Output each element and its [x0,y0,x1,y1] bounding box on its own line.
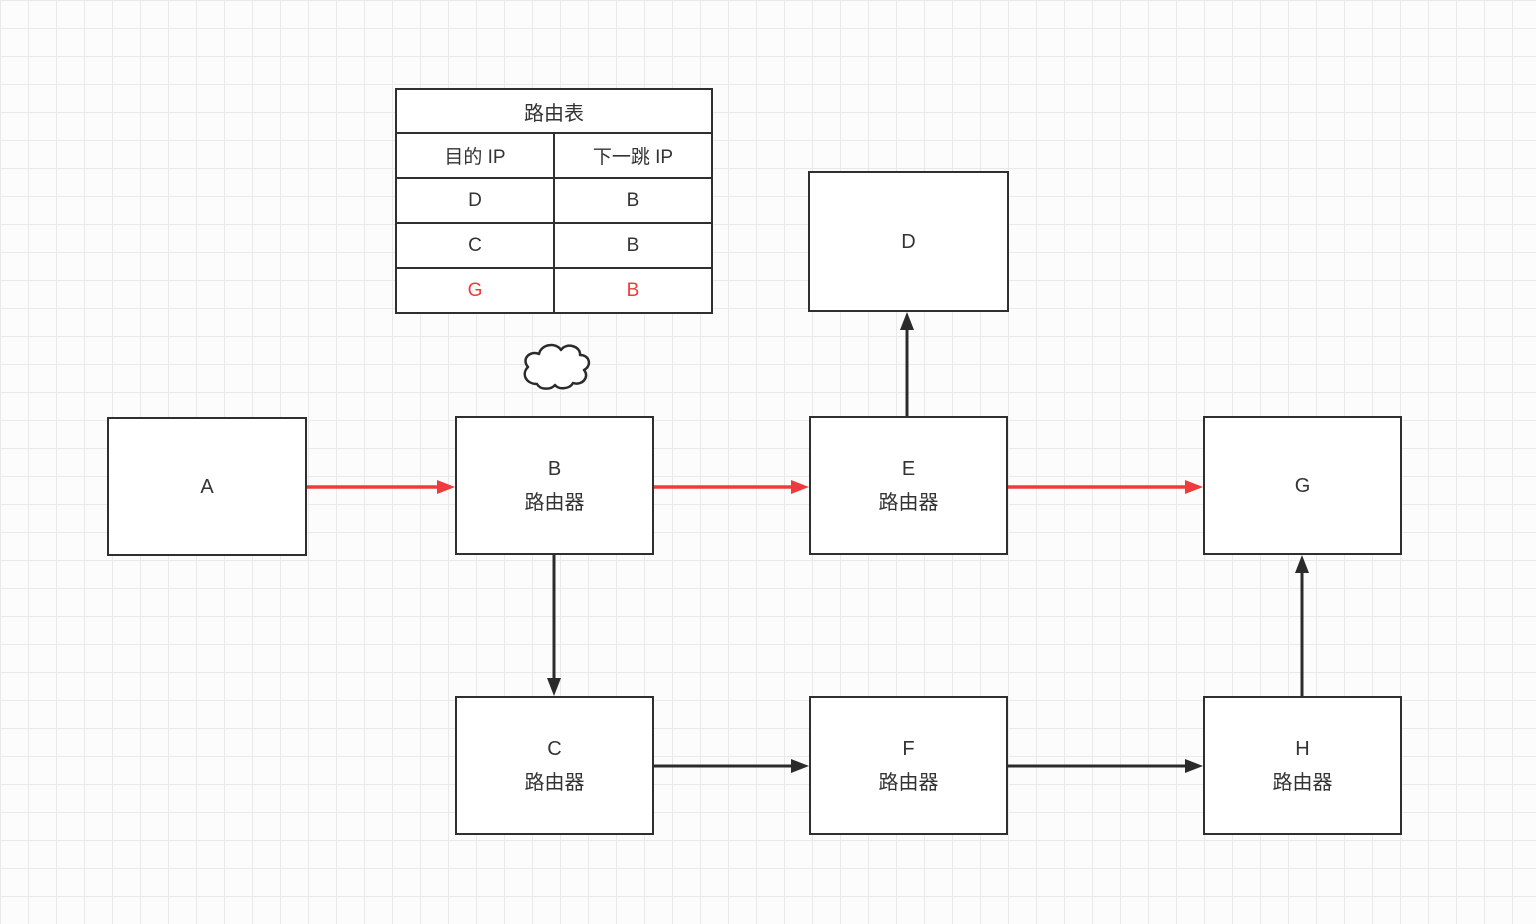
node-label: D [901,230,916,253]
routing-table-title-row: 路由表 [395,88,713,134]
cell-nexthop: B [553,222,713,269]
node-E-router: E 路由器 [809,416,1008,555]
table-row: C B [395,222,713,269]
node-label: A [200,475,214,498]
routing-table-header-row: 目的 IP 下一跳 IP [395,132,713,179]
node-F-router: F 路由器 [809,696,1008,835]
table-row: D B [395,177,713,224]
cell-dest: D [395,177,555,224]
cell-nexthop: B [553,177,713,224]
cell-dest: G [395,267,555,314]
node-G: G [1203,416,1402,555]
node-H-router: H 路由器 [1203,696,1402,835]
node-label: H [1295,737,1310,760]
node-B-router: B 路由器 [455,416,654,555]
node-C-router: C 路由器 [455,696,654,835]
node-label: C [547,737,562,760]
routing-table: 路由表 目的 IP 下一跳 IP D B C B G B [395,88,713,314]
node-sublabel: 路由器 [1272,771,1333,794]
node-label: E [901,457,916,480]
cloud-icon [523,343,591,390]
node-sublabel: 路由器 [878,491,939,514]
table-row-highlighted: G B [395,267,713,314]
node-sublabel: 路由器 [878,771,939,794]
routing-table-title: 路由表 [395,88,713,134]
routing-table-header-dest: 目的 IP [395,132,555,179]
cell-nexthop: B [553,267,713,314]
node-label: G [1294,474,1311,497]
node-sublabel: 路由器 [524,491,585,514]
node-A: A [107,417,307,556]
node-label: F [902,737,915,760]
routing-table-header-nexthop: 下一跳 IP [553,132,713,179]
node-D: D [808,171,1009,312]
node-sublabel: 路由器 [524,771,585,794]
node-label: B [547,457,562,480]
cell-dest: C [395,222,555,269]
